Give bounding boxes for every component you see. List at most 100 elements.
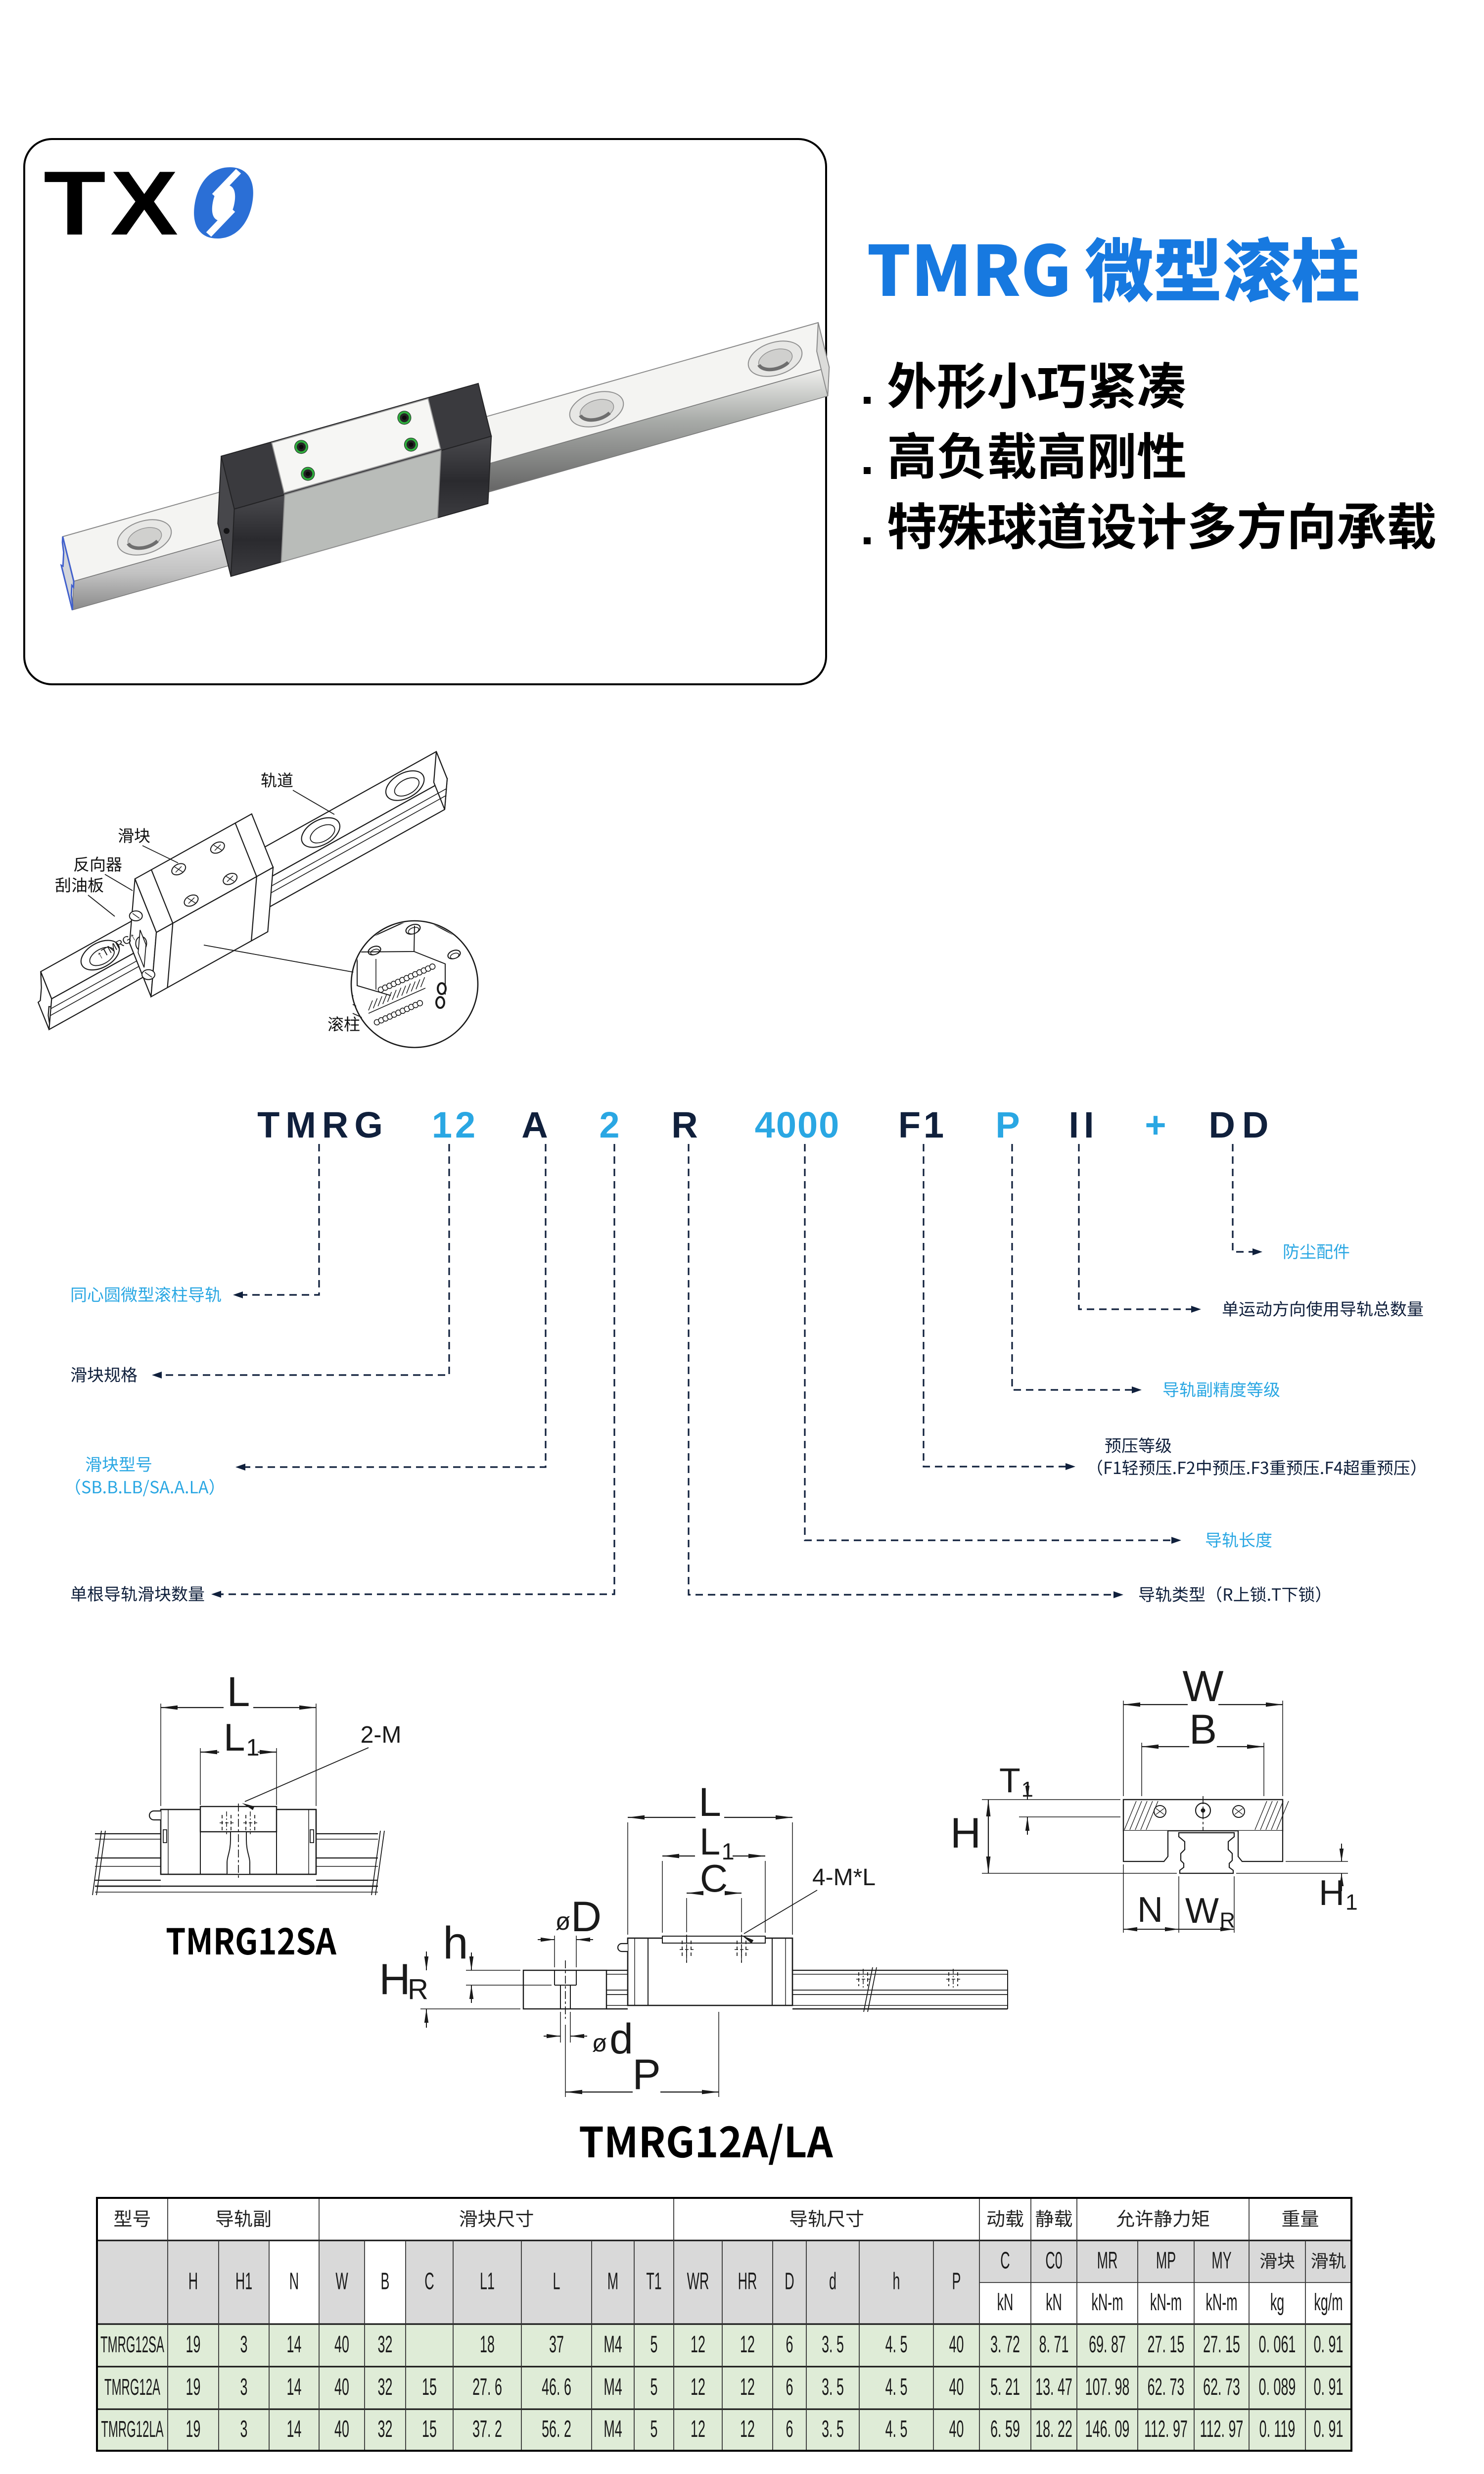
svg-text:14: 14 <box>287 2416 302 2442</box>
svg-text:2: 2 <box>599 1104 619 1145</box>
svg-text:6: 6 <box>786 2416 793 2442</box>
svg-text:ø: ø <box>556 1907 571 1935</box>
svg-text:H: H <box>188 2269 198 2295</box>
svg-text:d: d <box>829 2269 836 2295</box>
svg-text:kg: kg <box>1270 2289 1284 2316</box>
svg-text:WR: WR <box>687 2269 709 2295</box>
svg-text:32: 32 <box>378 2374 393 2400</box>
svg-text:T1: T1 <box>646 2269 661 2295</box>
svg-text:112. 97: 112. 97 <box>1200 2416 1244 2442</box>
svg-text:kN-m: kN-m <box>1091 2289 1123 2316</box>
svg-text:M4: M4 <box>603 2374 622 2400</box>
svg-text:56. 2: 56. 2 <box>542 2416 571 2442</box>
svg-text:40: 40 <box>949 2331 964 2358</box>
svg-text:N: N <box>289 2269 299 2295</box>
svg-text:F1: F1 <box>898 1104 947 1145</box>
svg-text:12: 12 <box>740 2331 755 2358</box>
svg-text:M4: M4 <box>603 2416 622 2442</box>
svg-text:8. 71: 8. 71 <box>1039 2331 1069 2358</box>
svg-text:37: 37 <box>549 2331 564 2358</box>
svg-text:40: 40 <box>334 2331 349 2358</box>
svg-text:14: 14 <box>287 2331 302 2358</box>
svg-text:L: L <box>227 1668 250 1715</box>
svg-text:P: P <box>952 2269 961 2295</box>
svg-text:27. 15: 27. 15 <box>1148 2331 1185 2358</box>
svg-text:D: D <box>785 2269 794 2295</box>
svg-text:12: 12 <box>691 2374 705 2400</box>
svg-text:46. 6: 46. 6 <box>542 2374 571 2400</box>
svg-text:1: 1 <box>722 1838 735 1864</box>
svg-text:12: 12 <box>691 2416 705 2442</box>
svg-text:4. 5: 4. 5 <box>885 2331 908 2358</box>
svg-text:4000: 4000 <box>755 1104 840 1145</box>
svg-text:37. 2: 37. 2 <box>472 2416 502 2442</box>
svg-text:27. 15: 27. 15 <box>1203 2331 1240 2358</box>
svg-text:kN: kN <box>997 2289 1014 2316</box>
svg-text:62. 73: 62. 73 <box>1203 2374 1240 2400</box>
svg-text:0. 061: 0. 061 <box>1259 2331 1296 2358</box>
svg-text:TX: TX <box>44 152 183 254</box>
svg-text:H: H <box>1319 1873 1345 1913</box>
svg-text:B: B <box>1189 1706 1217 1753</box>
svg-text:0. 91: 0. 91 <box>1314 2416 1344 2442</box>
svg-text:M: M <box>607 2269 618 2295</box>
svg-text:5. 21: 5. 21 <box>990 2374 1020 2400</box>
svg-text:6: 6 <box>786 2374 793 2400</box>
svg-text:6. 59: 6. 59 <box>990 2416 1020 2442</box>
svg-text:40: 40 <box>949 2374 964 2400</box>
svg-text:62. 73: 62. 73 <box>1148 2374 1185 2400</box>
svg-text:3. 5: 3. 5 <box>822 2416 844 2442</box>
svg-text:32: 32 <box>378 2416 393 2442</box>
svg-text:0. 91: 0. 91 <box>1314 2374 1344 2400</box>
svg-text:kN-m: kN-m <box>1206 2289 1237 2316</box>
svg-text:19: 19 <box>186 2331 201 2358</box>
svg-text:R: R <box>408 1973 428 2005</box>
svg-text:18: 18 <box>480 2331 495 2358</box>
svg-text:kN: kN <box>1046 2289 1062 2316</box>
svg-text:40: 40 <box>334 2416 349 2442</box>
svg-text:T: T <box>999 1761 1020 1800</box>
svg-text:kg/m: kg/m <box>1314 2289 1343 2316</box>
svg-text:32: 32 <box>378 2331 393 2358</box>
svg-text:H: H <box>379 1954 411 2003</box>
svg-text:D: D <box>571 1893 602 1941</box>
svg-text:12: 12 <box>740 2374 755 2400</box>
svg-text:h: h <box>443 1918 468 1968</box>
svg-text:H: H <box>950 1809 981 1857</box>
svg-text:69. 87: 69. 87 <box>1089 2331 1126 2358</box>
svg-text:W: W <box>335 2269 348 2295</box>
svg-text:3: 3 <box>240 2416 248 2442</box>
svg-text:TMRG12A: TMRG12A <box>104 2375 160 2400</box>
svg-text:5: 5 <box>650 2416 658 2442</box>
svg-text:C0: C0 <box>1045 2248 1062 2274</box>
svg-text:1: 1 <box>246 1734 260 1761</box>
svg-text:d: d <box>609 2015 633 2063</box>
svg-text:3: 3 <box>240 2331 248 2358</box>
svg-text:MY: MY <box>1211 2248 1231 2274</box>
svg-text:6: 6 <box>786 2331 793 2358</box>
svg-text:DD: DD <box>1209 1104 1276 1145</box>
svg-text:3. 5: 3. 5 <box>822 2374 844 2400</box>
svg-text:N: N <box>1137 1890 1163 1930</box>
svg-text:P: P <box>632 2051 660 2098</box>
svg-text:19: 19 <box>186 2416 201 2442</box>
svg-text:12: 12 <box>740 2416 755 2442</box>
svg-text:+: + <box>1145 1104 1166 1145</box>
svg-text:R: R <box>1220 1908 1235 1932</box>
svg-text:MR: MR <box>1097 2248 1118 2274</box>
svg-text:3: 3 <box>240 2374 248 2400</box>
svg-text:40: 40 <box>949 2416 964 2442</box>
svg-text:L1: L1 <box>480 2269 495 2295</box>
svg-text:II: II <box>1068 1104 1099 1145</box>
svg-text:C: C <box>700 1856 728 1900</box>
svg-text:14: 14 <box>287 2374 302 2400</box>
svg-text:12: 12 <box>691 2331 705 2358</box>
svg-text:L: L <box>553 2269 560 2295</box>
svg-text:107. 98: 107. 98 <box>1085 2374 1130 2400</box>
svg-text:C: C <box>424 2269 434 2295</box>
svg-text:P: P <box>995 1104 1020 1145</box>
svg-text:2-M: 2-M <box>361 1722 402 1748</box>
svg-text:4. 5: 4. 5 <box>885 2416 908 2442</box>
svg-text:1: 1 <box>1345 1890 1358 1914</box>
svg-text:L: L <box>698 1780 721 1825</box>
